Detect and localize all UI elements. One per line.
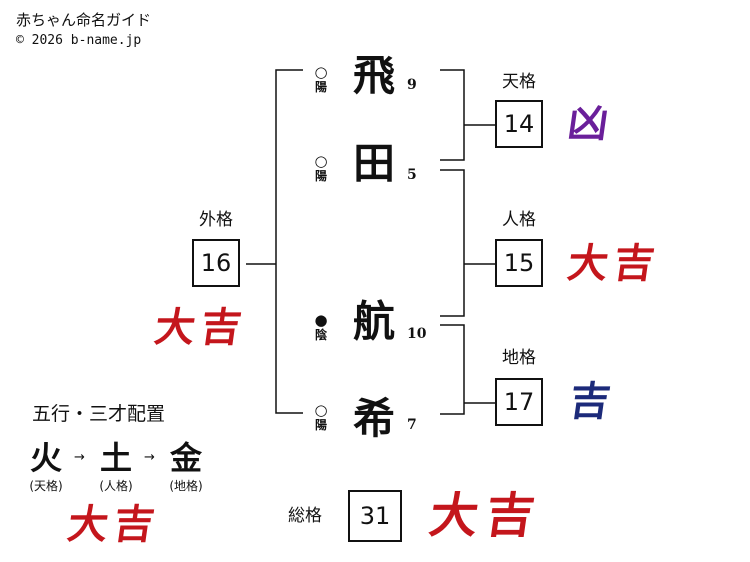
jinkaku-label: 人格 — [502, 210, 536, 230]
yang-circle-icon: ○ — [314, 63, 328, 81]
name-char-4: 希 — [352, 394, 395, 443]
gaikaku-value: 16 — [192, 239, 240, 287]
stroke-count-3: 10 — [407, 326, 427, 342]
tenkaku-label: 天格 — [502, 72, 536, 92]
yinyang-3: ● 陰 — [309, 311, 333, 342]
gogyo-title: 五行・三才配置 — [32, 403, 166, 425]
yang-circle-icon: ○ — [314, 401, 328, 419]
arrow-right-icon: → — [74, 450, 85, 465]
jinkaku-value: 15 — [495, 239, 543, 287]
gaikaku-fortune: 大吉 — [151, 304, 251, 351]
yinyang-label: 陰 — [314, 328, 327, 342]
gogyo-element-2: 土 — [99, 439, 132, 477]
stroke-count-1: 9 — [407, 77, 417, 93]
gogyo-fortune: 大吉 — [64, 501, 164, 548]
yin-circle-icon: ● — [314, 311, 328, 329]
soukaku-fortune: 大吉 — [426, 488, 546, 544]
yinyang-4: ○ 陽 — [309, 401, 333, 432]
chikaku-value: 17 — [495, 378, 543, 426]
stroke-count-2: 5 — [407, 167, 417, 183]
tenkaku-value: 14 — [495, 100, 543, 148]
arrow-right-icon: → — [144, 450, 155, 465]
gogyo-element-1: 火 — [29, 439, 62, 477]
yinyang-label: 陽 — [314, 418, 327, 432]
gogyo-sub-3: (地格) — [169, 479, 203, 493]
name-char-1: 飛 — [352, 51, 395, 100]
yang-circle-icon: ○ — [314, 152, 328, 170]
jinkaku-fortune: 大吉 — [564, 240, 664, 287]
gogyo-element-3: 金 — [169, 439, 202, 477]
tenkaku-fortune: 凶 — [564, 100, 612, 147]
gaikaku-label: 外格 — [199, 210, 233, 230]
chikaku-fortune: 吉 — [566, 378, 614, 425]
yinyang-1: ○ 陽 — [309, 63, 333, 94]
name-char-2: 田 — [352, 139, 395, 188]
soukaku-label: 総格 — [288, 506, 322, 526]
gogyo-sub-2: (人格) — [99, 479, 133, 493]
name-char-3: 航 — [352, 297, 395, 346]
yinyang-2: ○ 陽 — [309, 152, 333, 183]
stroke-count-4: 7 — [407, 417, 417, 433]
chikaku-label: 地格 — [502, 348, 536, 368]
copyright-text: © 2026 b-name.jp — [16, 33, 142, 48]
yinyang-label: 陽 — [314, 80, 327, 94]
soukaku-value: 31 — [348, 490, 402, 542]
gogyo-sub-1: (天格) — [29, 479, 63, 493]
yinyang-label: 陽 — [314, 169, 327, 183]
site-title: 赤ちゃん命名ガイド — [16, 11, 152, 29]
